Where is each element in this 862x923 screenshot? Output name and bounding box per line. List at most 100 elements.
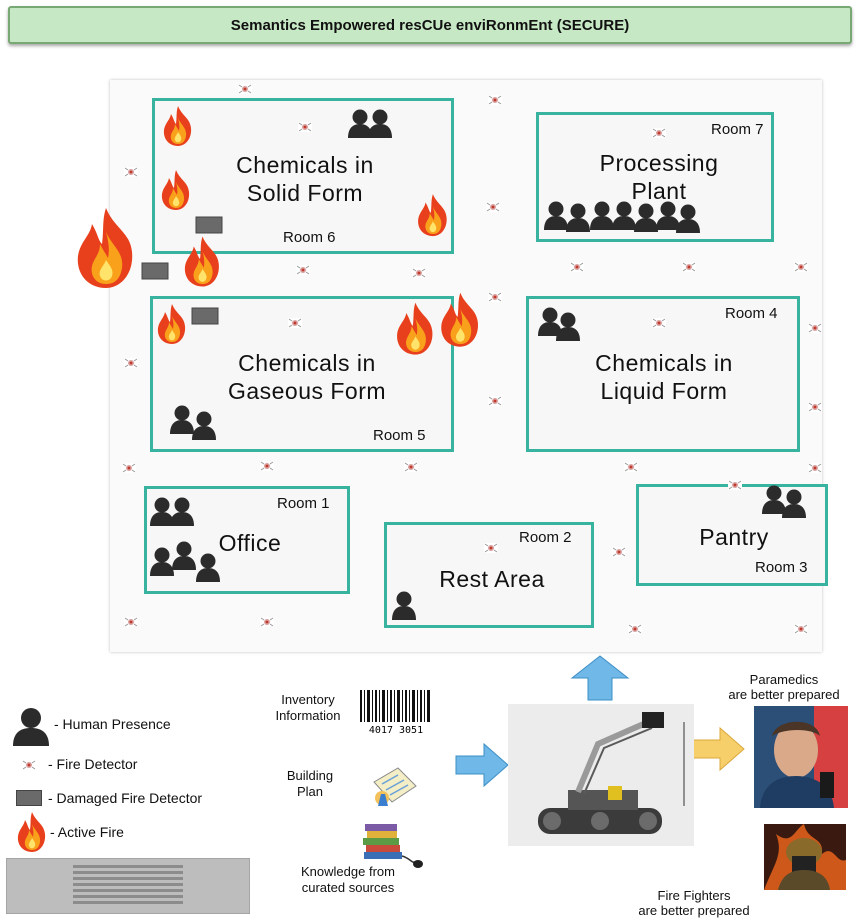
books-mouse-icon	[363, 824, 423, 868]
fire-detector-icon	[483, 542, 499, 554]
room-7-label: Room 7	[711, 121, 764, 138]
knowledge-sources-line2: curated sources	[301, 880, 395, 895]
page-title: Semantics Empowered resCUe enviRonmEnt (…	[8, 6, 852, 44]
fire-detector-icon	[237, 83, 253, 95]
room-4-name: Chemicals in Liquid Form	[559, 349, 769, 405]
fire-detector-icon	[487, 94, 503, 106]
active-fire-icon	[184, 236, 219, 287]
active-fire-icon	[441, 292, 478, 347]
firefighter-photo	[764, 824, 846, 890]
human-presence-icon	[566, 203, 590, 232]
paramedics-label: Paramedics are better prepared	[708, 672, 860, 702]
human-presence-icon	[170, 405, 194, 434]
fire-detector-icon	[793, 261, 809, 273]
firefighters-line1: Fire Fighters	[657, 888, 731, 903]
room-7-name-line1: Processing	[599, 150, 719, 176]
room-6-name-line1: Chemicals in	[236, 152, 374, 178]
fire-detector-icon	[681, 261, 697, 273]
room-2-name: Rest Area	[439, 566, 545, 592]
active-fire-icon	[157, 304, 186, 344]
damaged-fire-detector-icon	[195, 216, 223, 234]
building-plan-icon	[373, 767, 417, 806]
building-plan-label: Building Plan	[282, 768, 338, 800]
room-7-name-line2: Plant	[631, 178, 687, 204]
fire-detector-legend-icon	[21, 759, 37, 771]
human-presence-icon	[634, 203, 658, 232]
human-presence-icon	[392, 591, 416, 620]
human-presence-icon	[612, 201, 636, 230]
room-1-name: Office	[218, 530, 282, 556]
room-5-label: Room 5	[373, 427, 426, 444]
firefighters-label: Fire Fighters are better prepared	[626, 888, 762, 918]
human-presence-legend-icon	[13, 708, 49, 746]
damaged-fire-detector-icon	[141, 262, 169, 280]
inventory-information-line2: Information	[275, 708, 341, 723]
fire-detector-icon	[485, 201, 501, 213]
room-4-name-line1: Chemicals in	[595, 350, 733, 376]
room-4-name-line2: Liquid Form	[600, 378, 728, 404]
fire-detector-icon	[121, 462, 137, 474]
room-5-name: Chemicals in Gaseous Form	[191, 349, 423, 405]
fire-detector-icon	[403, 461, 419, 473]
human-presence-icon	[782, 489, 806, 518]
human-presence-icon	[196, 553, 220, 582]
fire-detector-icon	[793, 623, 809, 635]
room-6-label: Room 6	[283, 229, 336, 246]
human-presence-icon	[170, 497, 194, 526]
legend-active-fire: - Active Fire	[50, 824, 124, 840]
fire-detector-icon	[123, 357, 139, 369]
human-presence-icon	[150, 547, 174, 576]
human-presence-icon	[544, 201, 568, 230]
fire-detector-icon	[569, 261, 585, 273]
fire-detector-icon	[259, 460, 275, 472]
active-fire-icon	[161, 170, 190, 210]
human-presence-icon	[676, 204, 700, 233]
paramedics-line2: are better prepared	[728, 687, 840, 702]
up-arrow-icon	[570, 655, 630, 701]
fire-detector-icon	[651, 127, 667, 139]
room-5-name-line1: Chemicals in	[238, 350, 376, 376]
legend-damaged-fire-detector: - Damaged Fire Detector	[48, 790, 203, 806]
knowledge-sources-label: Knowledge from curated sources	[284, 864, 412, 896]
active-fire-icon	[163, 106, 192, 146]
output-arrow-icon	[691, 726, 745, 772]
room-7-name: Processing Plant	[559, 149, 759, 205]
fire-detector-icon	[651, 317, 667, 329]
room-6-name-line2: Solid Form	[246, 180, 364, 206]
image-credits-box	[6, 858, 250, 914]
active-fire-icon	[77, 208, 133, 288]
fire-detector-icon	[123, 616, 139, 628]
rescue-robot-image	[508, 704, 694, 846]
room-1-label: Room 1	[277, 495, 330, 512]
active-fire-legend-icon	[17, 812, 46, 852]
firefighters-line2: are better prepared	[638, 903, 750, 918]
barcode-icon: 4017 3051	[356, 688, 436, 736]
human-presence-icon	[172, 541, 196, 570]
fire-detector-icon	[611, 546, 627, 558]
fire-detector-icon	[627, 623, 643, 635]
building-plan-line1: Building	[286, 768, 334, 783]
fire-detector-icon	[295, 264, 311, 276]
human-presence-icon	[590, 201, 614, 230]
barcode-number: 4017 3051	[369, 725, 423, 736]
damaged-fire-detector-icon	[191, 307, 219, 325]
room-5-name-line2: Gaseous Form	[227, 378, 387, 404]
paramedics-line1: Paramedics	[749, 672, 819, 687]
human-presence-icon	[762, 485, 786, 514]
fire-detector-icon	[411, 267, 427, 279]
fire-detector-icon	[123, 166, 139, 178]
fire-detector-icon	[259, 616, 275, 628]
fire-detector-icon	[297, 121, 313, 133]
room-3-label: Room 3	[755, 559, 808, 576]
room-3-name: Pantry	[699, 524, 769, 550]
input-arrow-icon	[455, 742, 509, 788]
knowledge-sources-line1: Knowledge from	[301, 864, 395, 879]
fire-detector-icon	[287, 317, 303, 329]
building-plan-line2: Plan	[296, 784, 324, 799]
fire-detector-icon	[807, 322, 823, 334]
inventory-information-label: Inventory Information	[260, 692, 356, 724]
room-6-name: Chemicals in Solid Form	[195, 151, 415, 207]
damaged-fire-detector-legend-icon	[16, 790, 42, 806]
fire-detector-icon	[727, 479, 743, 491]
